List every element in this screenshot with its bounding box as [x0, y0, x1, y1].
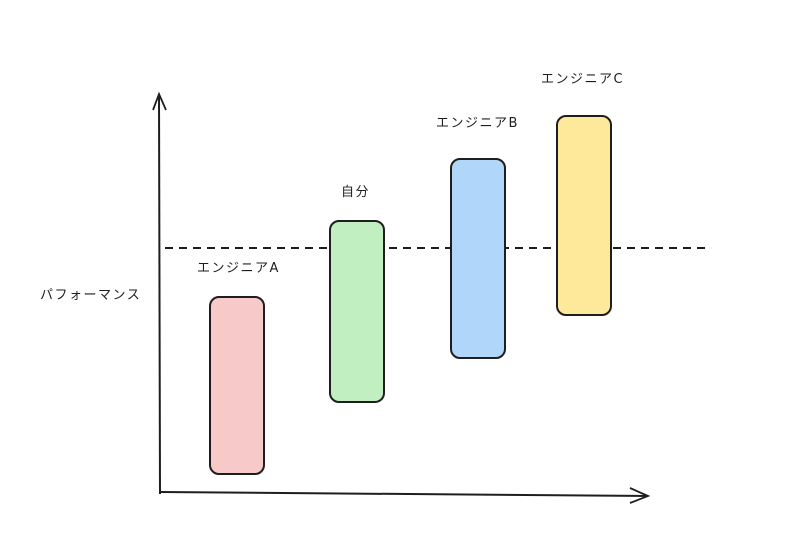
y-axis-label: パフォーマンス [40, 288, 142, 303]
y-axis-arrowhead-icon [152, 91, 167, 111]
x-axis-arrowhead-icon [629, 487, 651, 504]
bar-2 [450, 158, 506, 359]
y-axis [158, 93, 161, 495]
bar-label: エンジニアC [541, 72, 625, 87]
bar-label: エンジニアB [436, 116, 519, 131]
bar-3 [556, 115, 612, 316]
bar-0 [209, 296, 265, 475]
bar-1 [329, 220, 385, 403]
x-axis [159, 491, 649, 497]
bar-label: 自分 [341, 185, 371, 200]
bar-label: エンジニアA [197, 261, 280, 276]
